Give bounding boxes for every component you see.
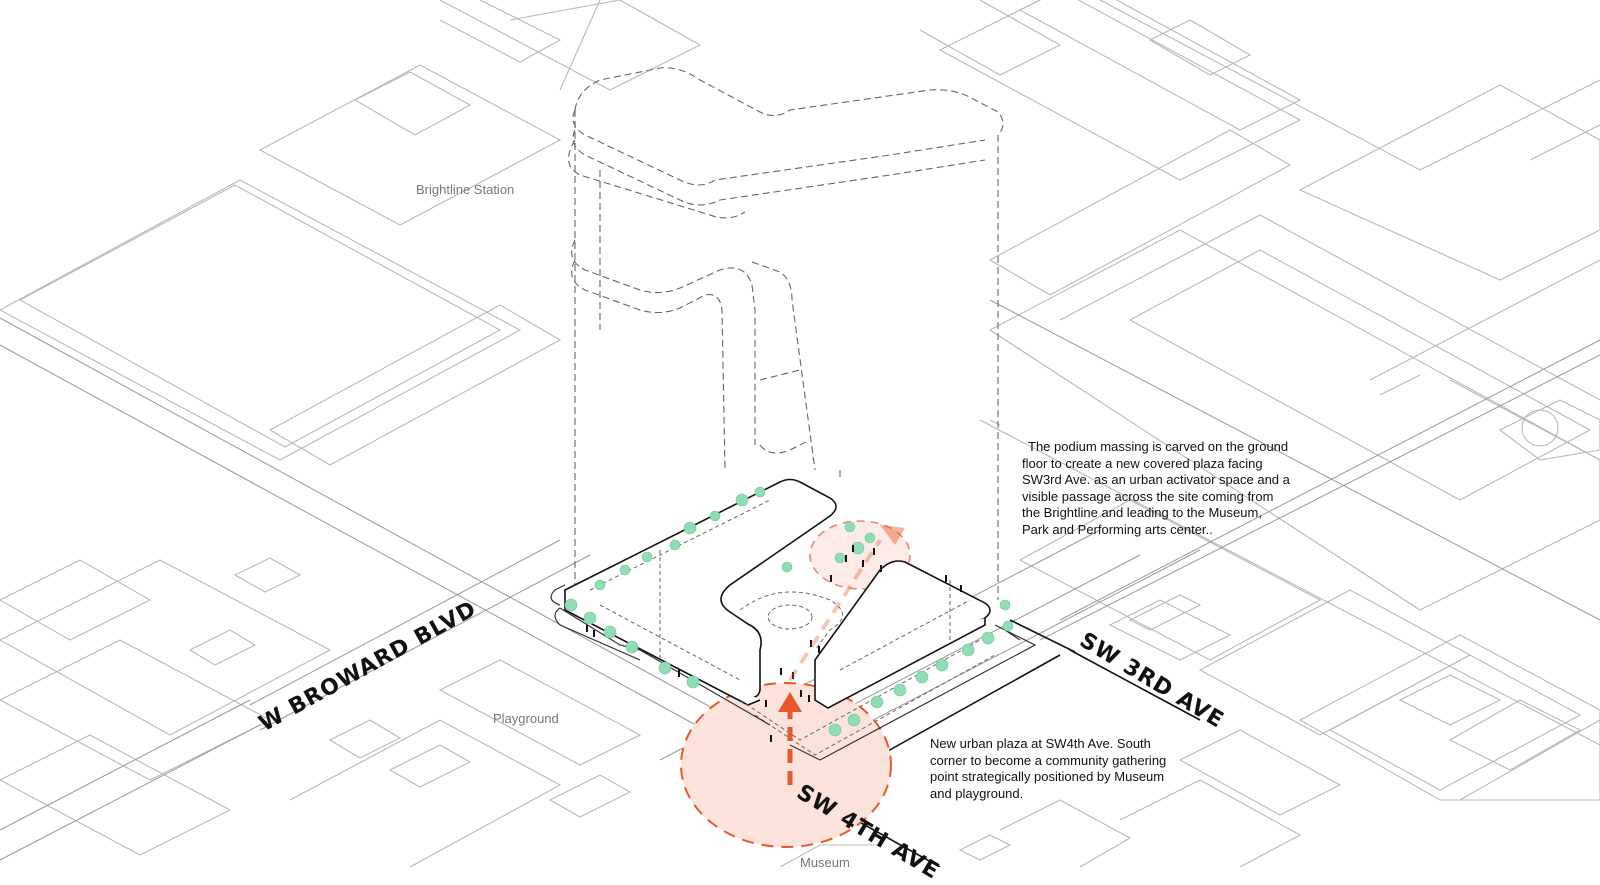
tower-massing xyxy=(568,67,1004,600)
people xyxy=(586,545,962,742)
context-blocks xyxy=(0,0,1600,867)
museum-label: Museum xyxy=(800,855,850,870)
brightline-station-label: Brightline Station xyxy=(416,182,515,197)
road-lines xyxy=(0,299,1600,861)
plaza-annotation: New urban plaza at SW4th Ave. South corn… xyxy=(930,736,1167,801)
tree-row xyxy=(564,486,1014,737)
playground-label: Playground xyxy=(493,711,559,726)
passage-arrow xyxy=(778,525,905,785)
site-axonometric-diagram xyxy=(0,0,1600,867)
podium-annotation: The podium massing is carved on the grou… xyxy=(1022,439,1290,537)
south-plaza-zone xyxy=(680,682,892,848)
